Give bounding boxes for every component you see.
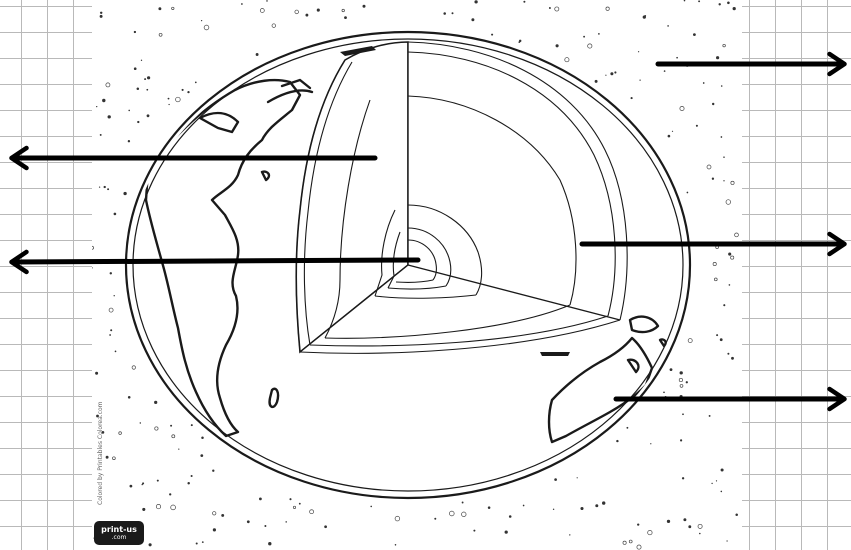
arrow-left-lower — [14, 260, 418, 262]
continent-americas — [146, 80, 300, 436]
logo-subtext: .com — [112, 535, 127, 541]
image-credit: Colored by Printables Colorea.com — [97, 401, 104, 505]
logo-text: print-us — [101, 526, 137, 534]
cutaway-wedge — [296, 42, 626, 354]
publisher-logo: print-us .com — [94, 521, 144, 545]
